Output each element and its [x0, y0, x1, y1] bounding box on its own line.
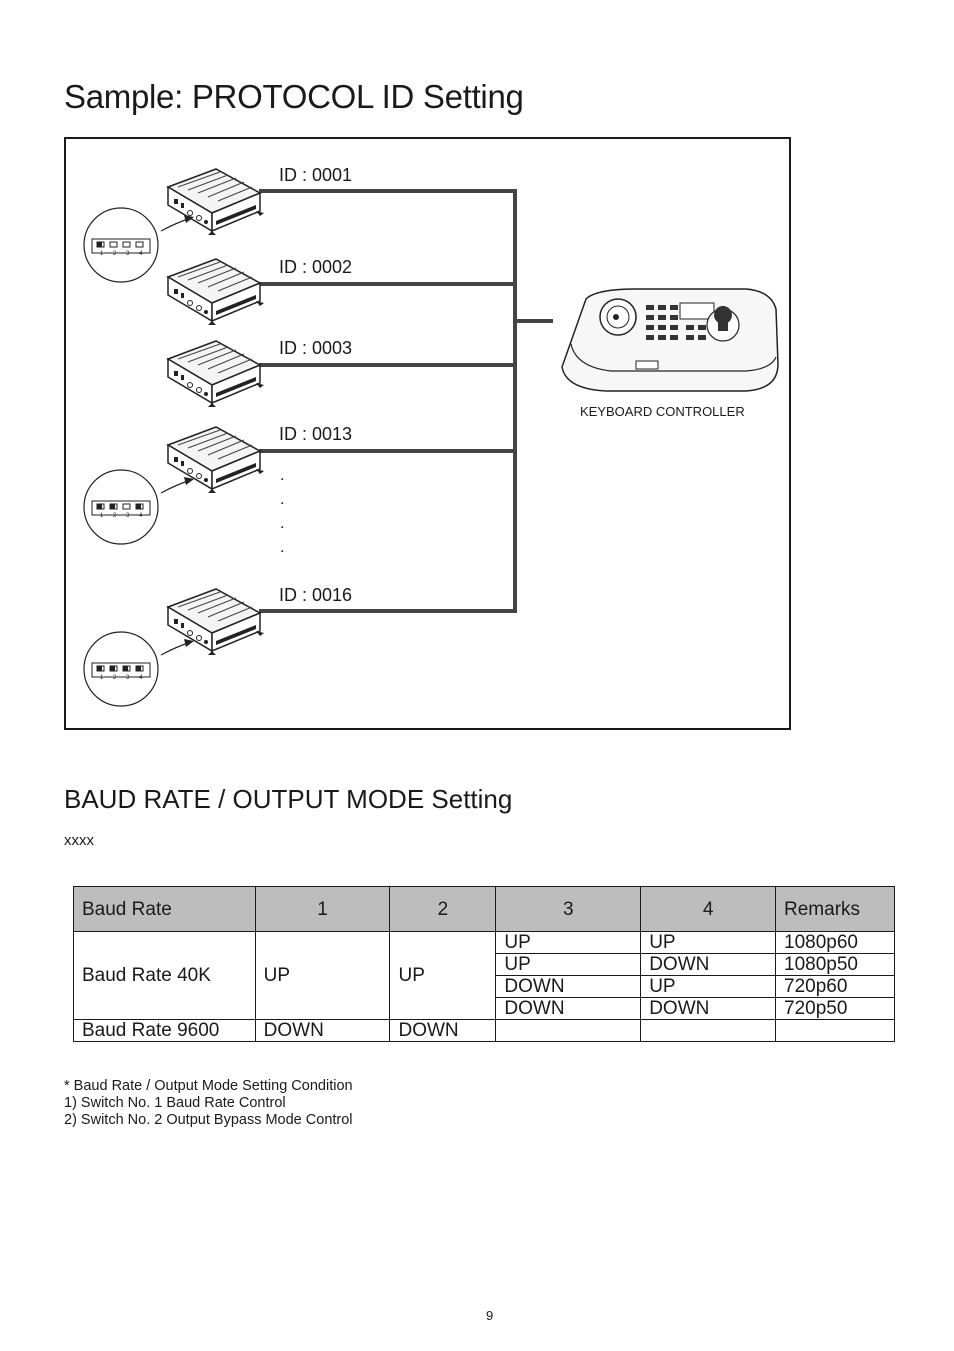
table-row: Baud Rate 40K UP UP UP UP 1080p60 — [73, 931, 895, 1020]
dip-number: 2 — [113, 513, 117, 519]
baud-rate-table: Baud Rate 1 2 3 4 Remarks Baud Rate 40K … — [73, 886, 895, 1042]
keyboard-controller-label: KEYBOARD CONTROLLER — [580, 404, 745, 419]
table-row: UP DOWN 1080p50 — [74, 953, 895, 976]
table-cell: DOWN — [640, 997, 777, 1020]
table-cell: Baud Rate 40K — [73, 931, 256, 1020]
dip-number: 4 — [139, 251, 143, 257]
dip-number: 4 — [139, 513, 143, 519]
dip-switch-icon — [83, 469, 194, 545]
table-cell — [775, 1019, 895, 1042]
ellipsis-dot: . — [280, 491, 285, 508]
dip-number: 3 — [126, 675, 130, 681]
table-cell: Baud Rate 9600 — [73, 1019, 256, 1042]
footnote-line: 2) Switch No. 2 Output Bypass Mode Contr… — [64, 1112, 353, 1128]
dip-number: 1 — [100, 251, 104, 257]
dip-switch-icon — [83, 207, 194, 283]
table-header-row: Baud Rate 1 2 3 4 Remarks — [73, 886, 895, 932]
table-cell: UP — [495, 931, 642, 954]
table-row: DOWN DOWN 720p50 — [74, 997, 895, 1020]
decoder-device-icon — [167, 340, 265, 408]
dip-number: 3 — [126, 513, 130, 519]
dip-number: 1 — [100, 675, 104, 681]
section-subtitle: xxxx — [64, 832, 94, 849]
table-row: DOWN UP 720p60 — [74, 975, 895, 998]
table-cell: DOWN — [389, 1019, 497, 1042]
table-cell: DOWN — [254, 1019, 391, 1042]
table-cell: 1080p60 — [775, 931, 895, 954]
ellipsis-dot: . — [280, 515, 285, 532]
table-header: 4 — [640, 886, 777, 932]
decoder-device-icon — [167, 168, 265, 236]
dip-number: 1 — [100, 513, 104, 519]
footnote-line: 1) Switch No. 1 Baud Rate Control — [64, 1095, 286, 1111]
table-cell — [640, 1019, 777, 1042]
table-header: 1 — [254, 886, 391, 932]
table-cell: 720p50 — [775, 997, 895, 1020]
dip-number: 2 — [113, 675, 117, 681]
table-cell: UP — [495, 953, 642, 976]
table-cell: DOWN — [640, 953, 777, 976]
device-id-label: ID : 0013 — [279, 424, 353, 444]
protocol-diagram: 1 2 3 4 1 2 3 4 1 2 3 4 ID : 0001 ID : 0… — [64, 137, 791, 730]
table-cell: UP — [389, 931, 497, 1020]
section-title: BAUD RATE / OUTPUT MODE Setting — [64, 784, 513, 814]
footnote-line: * Baud Rate / Output Mode Setting Condit… — [64, 1078, 353, 1094]
device-id-label: ID : 0001 — [279, 165, 353, 185]
table-header: Remarks — [775, 886, 895, 932]
table-cell: DOWN — [495, 975, 642, 998]
page-title: Sample: PROTOCOL ID Setting — [64, 78, 524, 115]
table-cell: DOWN — [495, 997, 642, 1020]
table-cell — [495, 1019, 642, 1042]
dip-number: 3 — [126, 251, 130, 257]
table-cell: 720p60 — [775, 975, 895, 998]
footnotes: * Baud Rate / Output Mode Setting Condit… — [64, 1078, 353, 1129]
table-header: 3 — [495, 886, 642, 932]
decoder-device-icon — [167, 258, 265, 326]
keyboard-controller-icon — [561, 288, 779, 392]
page-number: 9 — [486, 1308, 494, 1323]
ellipsis-dot: . — [280, 539, 285, 556]
table-row: Baud Rate 9600 DOWN DOWN — [73, 1019, 895, 1042]
dip-switch-icon — [83, 631, 194, 707]
device-id-label: ID : 0016 — [279, 585, 353, 605]
table-cell: UP — [640, 931, 777, 954]
table-cell: UP — [254, 931, 391, 1020]
table-header: Baud Rate — [73, 886, 256, 932]
wiring-diagram: 1 2 3 4 1 2 3 4 1 2 3 4 — [83, 168, 779, 707]
dip-number: 4 — [139, 675, 143, 681]
table-header: 2 — [389, 886, 497, 932]
table-cell: 1080p50 — [775, 953, 895, 976]
dip-number: 2 — [113, 251, 117, 257]
device-id-label: ID : 0003 — [279, 338, 353, 358]
ellipsis-dot: . — [280, 467, 285, 484]
table-cell: UP — [640, 975, 777, 998]
bus-lines — [259, 189, 553, 613]
device-id-label: ID : 0002 — [279, 257, 353, 277]
